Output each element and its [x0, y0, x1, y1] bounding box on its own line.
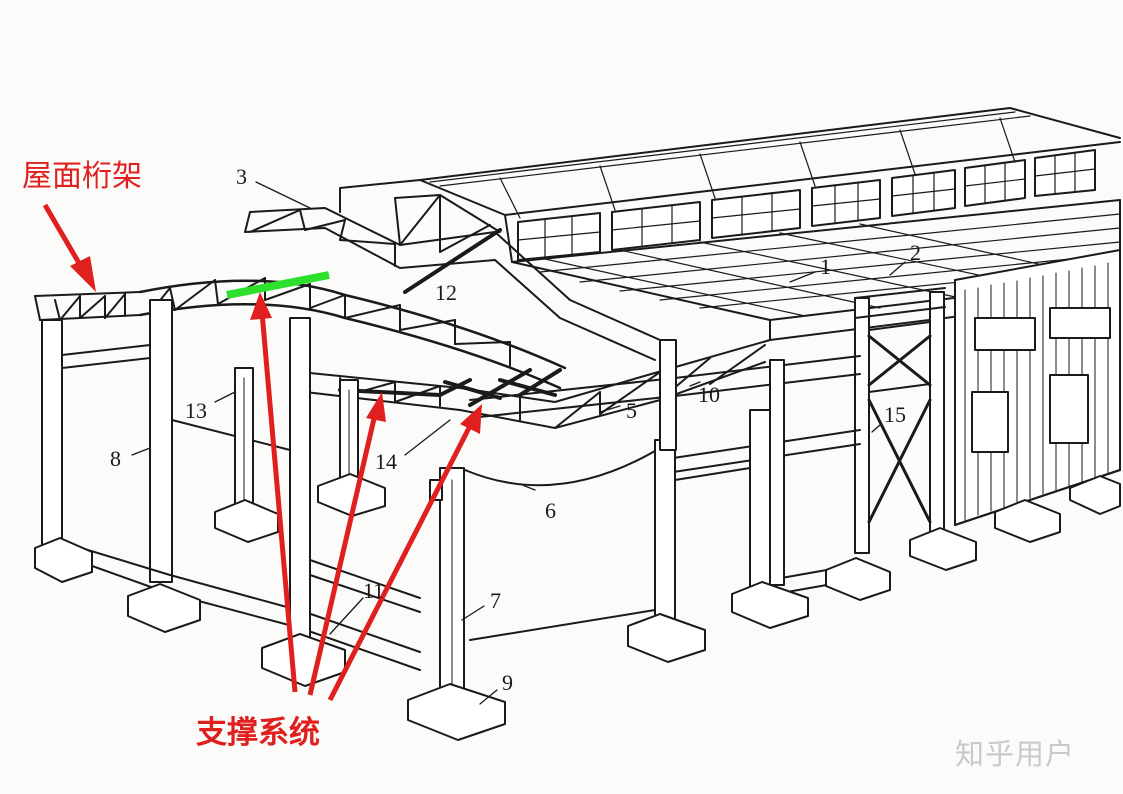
part-number-14: 14: [375, 449, 397, 474]
gable-wall: [954, 249, 1121, 526]
part-number-1: 1: [820, 254, 831, 279]
middle-columns: [234, 317, 359, 639]
highlighted-brace: [226, 271, 330, 299]
part-number-15: 15: [884, 402, 906, 427]
leader-lines: [131, 181, 906, 705]
roof-truss-back: [394, 194, 501, 253]
watermark: 知乎用户: [955, 737, 1076, 771]
skylight-lantern: [339, 107, 1121, 263]
red-arrows: [42, 203, 482, 702]
part-number-9: 9: [502, 670, 513, 695]
left-frame: [41, 299, 421, 671]
part-number-13: 13: [185, 398, 207, 423]
side-bay-right: [854, 287, 946, 554]
part-number-11: 11: [363, 578, 385, 603]
support-system-label: 支撑系统: [196, 715, 320, 751]
part-number-7: 7: [490, 588, 501, 613]
part-number-10: 10: [698, 382, 720, 407]
part-number-8: 8: [110, 446, 121, 471]
part-number-2: 2: [910, 240, 921, 265]
part-number-6: 6: [545, 498, 556, 523]
part-number-5: 5: [626, 398, 637, 423]
part-number-12: 12: [435, 280, 457, 305]
part-number-3: 3: [236, 164, 247, 189]
roof-truss-label: 屋面桁架: [22, 159, 142, 194]
foundations: [34, 473, 1121, 741]
